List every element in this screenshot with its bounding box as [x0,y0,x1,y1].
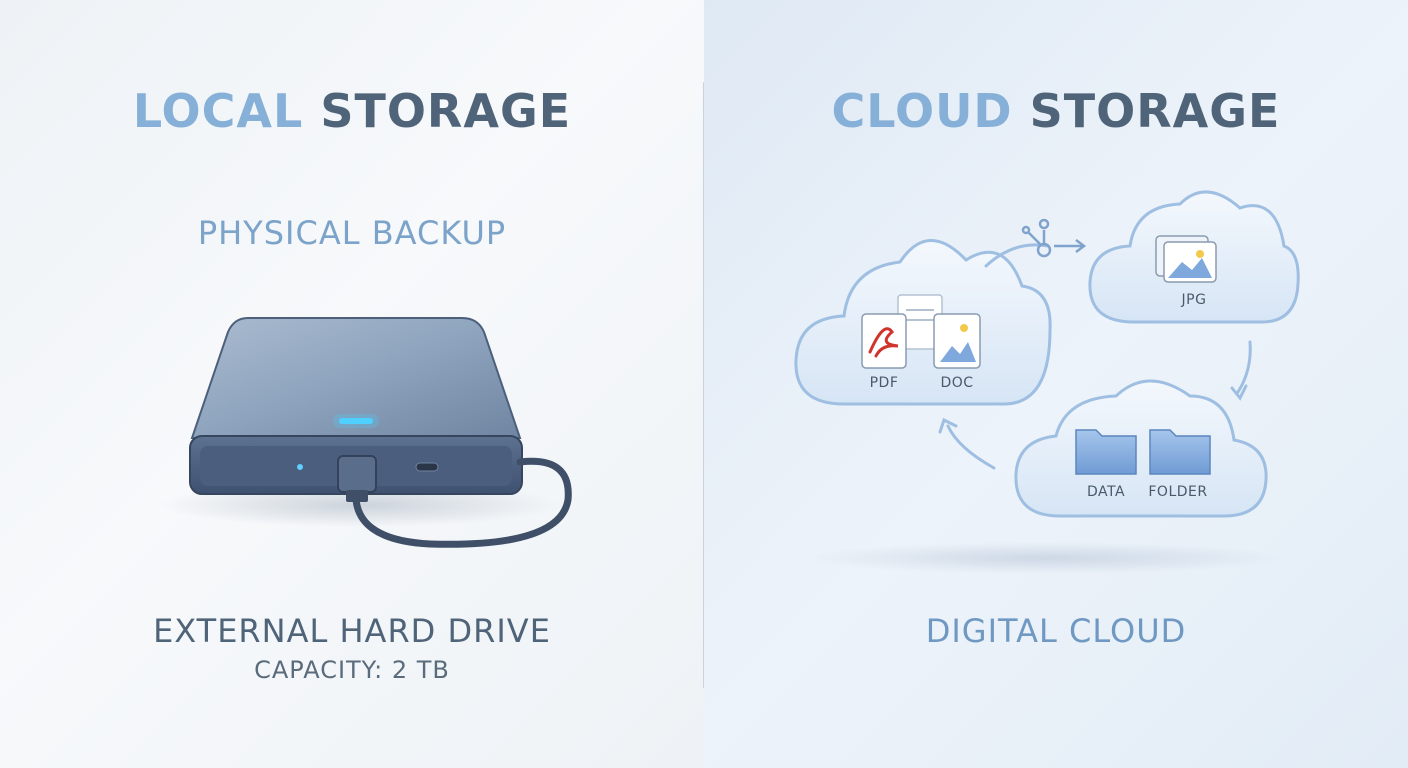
cloud-storage-title: CLOUD STORAGE [704,84,1408,138]
data-label: DATA [1087,484,1125,500]
usb-plug-icon [337,455,377,493]
local-title-accent: LOCAL [132,84,304,138]
cloud-bottom-right [1014,379,1268,518]
folder-icon [1149,429,1211,475]
local-storage-panel: LOCAL STORAGE PHYSICAL BACKUP [0,0,704,768]
jpg-label: JPG [1181,292,1207,308]
status-light-icon [339,418,373,424]
digital-cloud-caption: DIGITAL CLOUD [925,612,1187,650]
device-name: EXTERNAL HARD DRIVE [153,612,551,650]
doc-file-icon [933,313,981,369]
cloud-title-accent: CLOUD [831,84,1013,138]
jpg-file-icon [1155,235,1217,283]
folder-label: FOLDER [1148,484,1207,500]
usb-cable [352,457,572,548]
cloud-title-main: STORAGE [1029,84,1281,138]
share-icon [1021,218,1087,258]
local-storage-title: LOCAL STORAGE [0,84,704,138]
doc-label: DOC [940,375,973,391]
usb-c-port-icon [415,462,439,472]
capacity-label: CAPACITY: 2 TB [254,656,450,684]
sync-arrow-right [1236,340,1252,394]
hard-drive-illustration [160,317,572,548]
hard-drive-top [190,317,522,439]
pdf-file-icon [861,313,907,369]
sync-arrow-left [946,424,996,470]
physical-backup-subtitle: PHYSICAL BACKUP [197,214,507,252]
cloud-illustration: PDF DOC JPG DATA [794,190,1300,574]
pdf-label: PDF [870,375,899,391]
power-led-icon [297,464,303,470]
data-folder-icon [1075,429,1137,475]
cloud-storage-panel: CLOUD STORAGE [704,0,1408,768]
local-title-main: STORAGE [320,84,572,138]
